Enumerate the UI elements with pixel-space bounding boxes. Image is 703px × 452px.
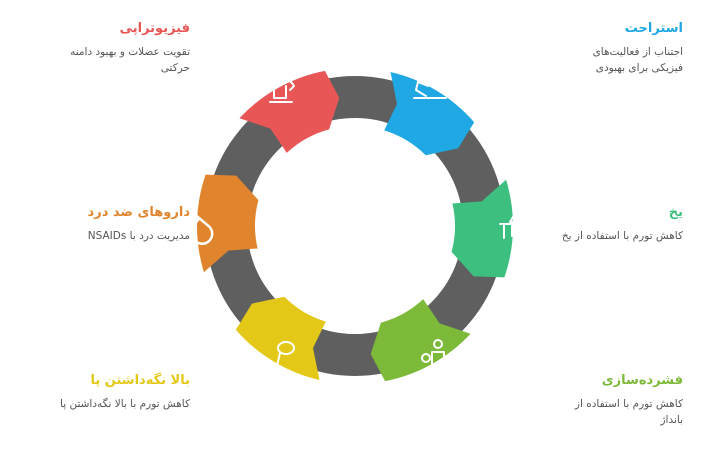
colored-segments	[196, 70, 514, 382]
step-label-compression: فشرده‌سازی کاهش تورم با استفاده از باندا…	[513, 372, 683, 428]
physio-person-icon	[269, 65, 295, 103]
step-label-physio: فیزیوتراپی تقویت عضلات و بهبود دامنه حرک…	[18, 20, 190, 76]
step-desc-ice: کاهش تورم با استفاده از یخ	[561, 230, 683, 242]
segment-6	[239, 70, 340, 153]
ice-table-person-icon	[499, 201, 537, 239]
resting-person-icon	[413, 63, 447, 99]
step-label-rest: استراحت اجتناب از فعالیت‌های فیزیکی برای…	[513, 20, 683, 76]
step-title-ice: یخ	[668, 205, 683, 220]
step-desc-compression: کاهش تورم با استفاده از بانداژ	[574, 398, 683, 426]
pill-icon	[172, 207, 214, 245]
segment-1	[384, 72, 475, 156]
segment-5	[196, 174, 259, 273]
segment-4	[235, 296, 326, 380]
step-label-painkillers: داروهای ضد درد مدیریت درد با NSAIDs	[18, 204, 190, 244]
segment-icons	[172, 63, 537, 381]
raised-leg-icon	[269, 341, 295, 381]
step-desc-painkillers: مدیریت درد با NSAIDs	[87, 230, 190, 242]
step-label-ice: یخ کاهش تورم با استفاده از یخ	[513, 204, 683, 244]
segment-2	[451, 179, 514, 278]
step-title-rest: استراحت	[624, 21, 683, 36]
step-title-painkillers: داروهای ضد درد	[87, 205, 190, 220]
step-desc-physio: تقویت عضلات و بهبود دامنه حرکتی	[70, 46, 190, 74]
person-bandage-icon	[421, 339, 453, 381]
step-title-physio: فیزیوتراپی	[119, 21, 190, 36]
step-title-elevation: بالا نگه‌داشتن پا	[90, 373, 191, 388]
segment-3	[370, 299, 471, 382]
step-title-compression: فشرده‌سازی	[601, 373, 683, 388]
step-desc-elevation: کاهش تورم با بالا نگه‌داشتن پا	[60, 398, 190, 410]
step-desc-rest: اجتناب از فعالیت‌های فیزیکی برای بهبودی	[592, 46, 683, 74]
step-label-elevation: بالا نگه‌داشتن پا کاهش تورم با بالا نگه‌…	[18, 372, 190, 412]
